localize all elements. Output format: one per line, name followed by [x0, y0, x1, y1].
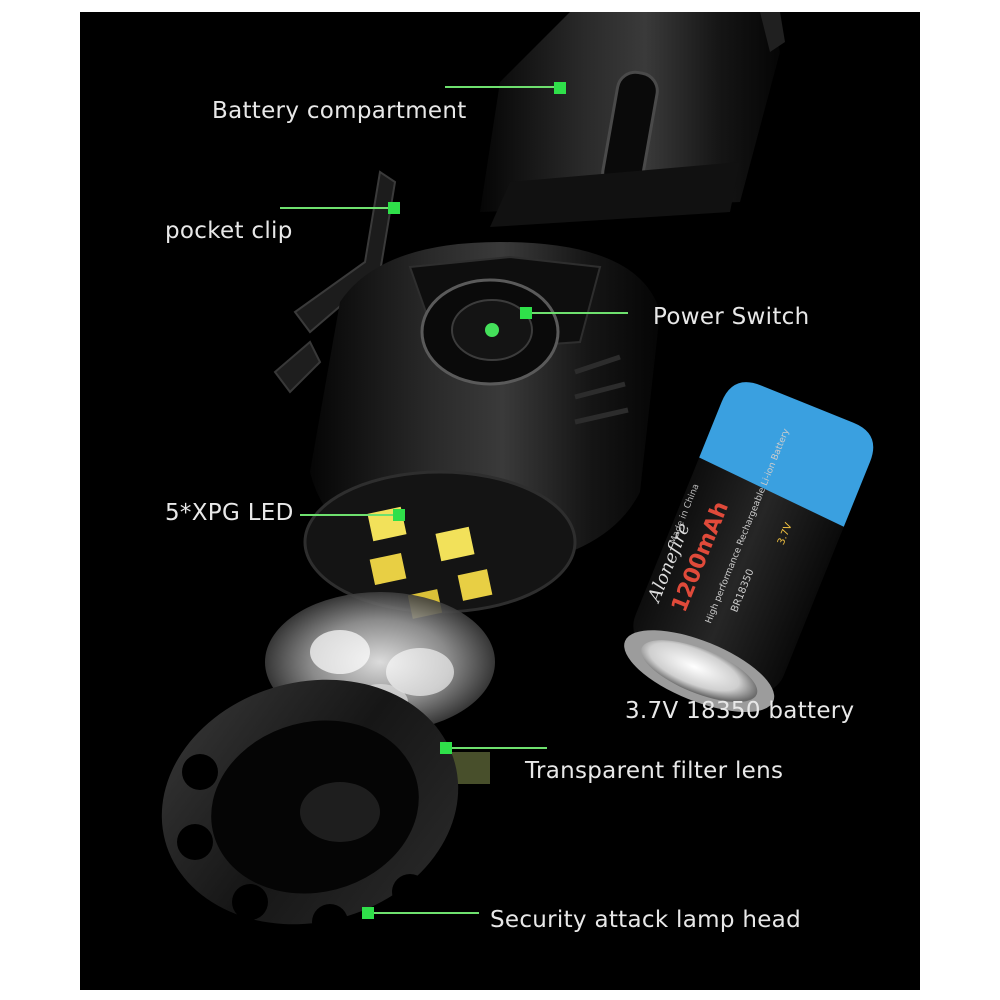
pocket-clip-label: pocket clip: [165, 218, 293, 244]
filter-lens-marker: [440, 742, 452, 754]
power-switch-marker: [520, 307, 532, 319]
filter-lens-label: Transparent filter lens: [525, 758, 784, 784]
battery-compartment-tube: [480, 12, 785, 227]
power-switch-leader: [532, 312, 628, 314]
lamp-head-label: Security attack lamp head: [490, 907, 801, 933]
battery-compartment-leader: [445, 86, 560, 88]
lamp-head-leader: [374, 912, 479, 914]
led-label: 5*XPG LED: [165, 500, 294, 526]
battery-18350: 1200mAh Alonefire High performance Recha…: [624, 382, 874, 712]
pocket-clip-marker: [388, 202, 400, 214]
led-marker: [393, 509, 405, 521]
battery-label: 3.7V 18350 battery: [625, 698, 855, 724]
battery-compartment-marker: [554, 82, 566, 94]
filter-lens-leader: [452, 747, 547, 749]
led-leader: [300, 514, 395, 516]
pocket-clip-leader: [280, 207, 390, 209]
product-photo-panel: 1200mAh Alonefire High performance Recha…: [80, 12, 920, 990]
power-switch-label: Power Switch: [653, 304, 810, 330]
lamp-head-bezel: [161, 679, 459, 940]
flashlight-illustration: 1200mAh Alonefire High performance Recha…: [161, 12, 874, 940]
battery-compartment-label: Battery compartment: [212, 98, 467, 124]
lamp-head-marker: [362, 907, 374, 919]
